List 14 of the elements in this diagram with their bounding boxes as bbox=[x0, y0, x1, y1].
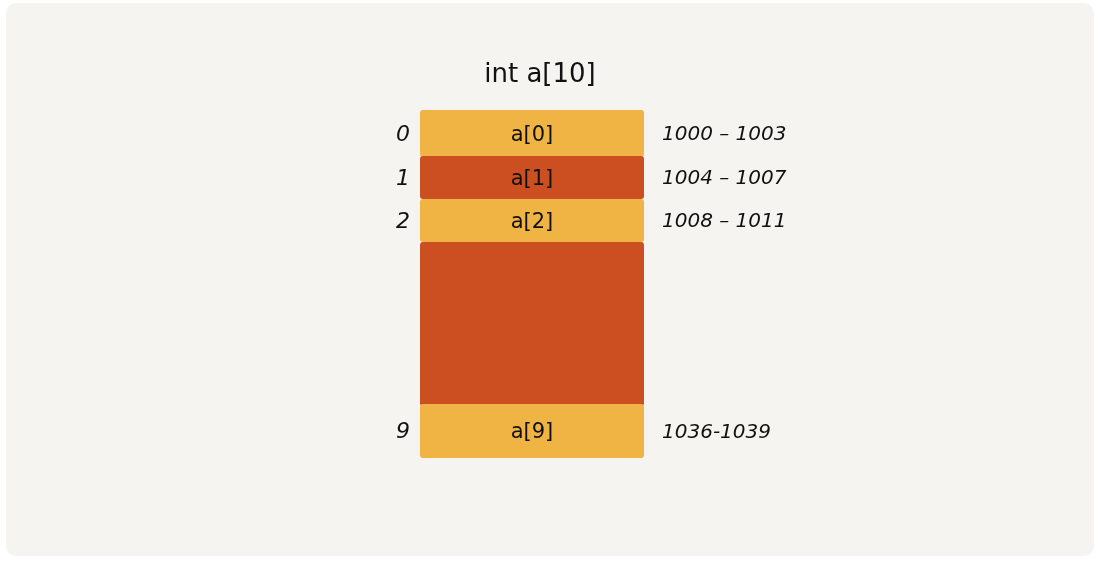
array-cell: a[2] bbox=[420, 199, 644, 242]
title: int a[10] bbox=[483, 57, 597, 90]
address-label: 1000 – 1003 bbox=[662, 121, 787, 145]
index-label: 2 bbox=[396, 206, 410, 235]
address-label: 1004 – 1007 bbox=[662, 165, 787, 189]
memory-block bbox=[420, 242, 644, 406]
address-label: 1036-1039 bbox=[662, 418, 771, 443]
index-label: 0 bbox=[396, 119, 410, 148]
index-label: 9 bbox=[396, 417, 410, 445]
array-cell: a[1] bbox=[420, 156, 644, 199]
address-label: 1008 – 1011 bbox=[662, 208, 787, 232]
array-cell: a[0] bbox=[420, 110, 644, 157]
index-label: 1 bbox=[396, 163, 410, 192]
array-cell: a[9] bbox=[420, 404, 644, 458]
